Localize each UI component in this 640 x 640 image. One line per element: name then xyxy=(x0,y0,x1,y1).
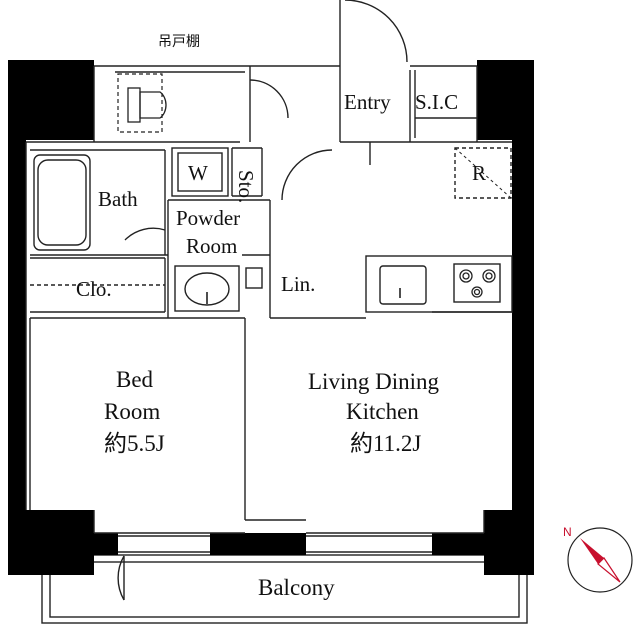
interior-walls xyxy=(25,0,513,601)
hanging-cabinet-label: 吊戸棚 xyxy=(158,35,200,50)
sic-label: S.I.C xyxy=(415,90,459,114)
washer-label: W xyxy=(188,161,208,185)
bedroom-label-line2: Room xyxy=(104,399,161,424)
ldk-label-line2: Kitchen xyxy=(346,399,419,424)
bath-label: Bath xyxy=(98,187,138,211)
bedroom-size: 約5.5J xyxy=(104,431,165,456)
toilet-icon xyxy=(127,87,167,123)
compass-icon: N xyxy=(563,525,633,593)
fridge-label: R xyxy=(472,161,487,185)
stove-icon xyxy=(459,269,496,298)
powder-room-label-line2: Room xyxy=(186,234,238,258)
powder-room-label-line1: Powder xyxy=(176,206,241,230)
entry-label: Entry xyxy=(344,90,391,114)
fridge-mark xyxy=(454,147,512,199)
storage-label: Sto. xyxy=(234,170,258,204)
linen-label: Lin. xyxy=(281,272,316,296)
bedroom-label-line1: Bed xyxy=(116,367,154,392)
hanging-shelf xyxy=(117,73,163,133)
ldk-size: 約11.2J xyxy=(350,431,422,456)
balcony-label: Balcony xyxy=(258,575,335,600)
svg-text:N: N xyxy=(563,525,572,539)
ldk-label-line1: Living Dining xyxy=(308,369,439,394)
structural-walls xyxy=(8,60,534,575)
closet-label: Clo. xyxy=(76,277,112,301)
